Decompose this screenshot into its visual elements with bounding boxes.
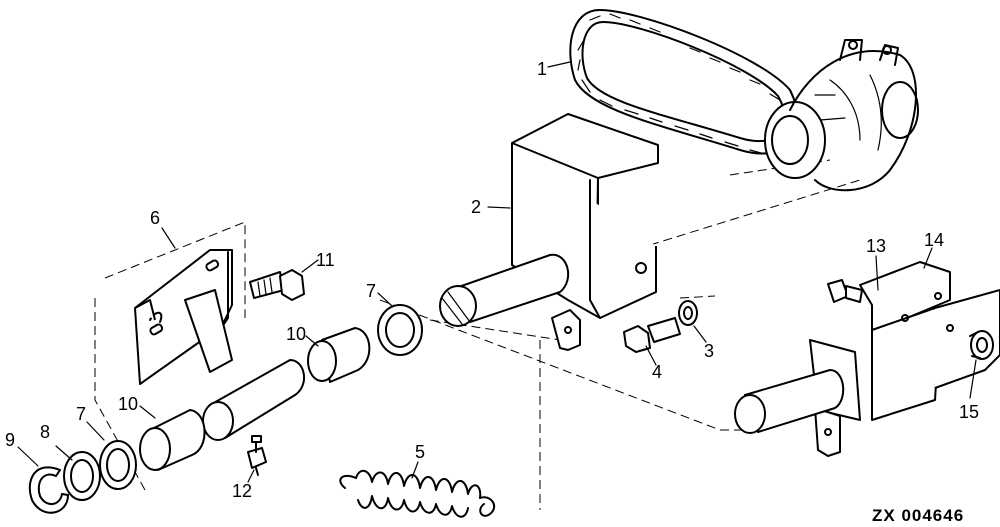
callout-10-left: 10	[118, 394, 138, 414]
part-8-ring	[63, 451, 101, 501]
part-15-bushing	[969, 330, 994, 360]
callout-11: 11	[316, 250, 335, 270]
part-4-bolt	[623, 317, 681, 353]
callout-14: 14	[924, 230, 944, 250]
figure-code: ZX 004646	[872, 506, 964, 525]
callout-2: 2	[471, 197, 481, 217]
rings-and-bushings	[28, 304, 423, 514]
part-11-bolt	[249, 269, 305, 301]
part-7-ring-right	[377, 304, 423, 356]
washer-and-bolt	[623, 300, 698, 353]
part-7-ring-left	[99, 440, 137, 490]
belt-assembly	[569, 9, 919, 192]
part-10-bushing-left	[139, 409, 206, 471]
part-6-pivot-arm	[134, 249, 305, 441]
part-10-bushing-right	[307, 327, 371, 383]
callout-6: 6	[150, 208, 160, 228]
callout-7-right: 7	[366, 281, 376, 301]
callout-15: 15	[959, 402, 979, 422]
leader-lines	[17, 61, 977, 483]
callout-13: 13	[866, 236, 886, 256]
part-13-bolt	[827, 279, 863, 303]
support-bracket	[439, 113, 659, 351]
part-12-grease-fitting	[247, 435, 267, 476]
callout-1: 1	[537, 59, 547, 79]
callout-5: 5	[415, 442, 425, 462]
callout-12: 12	[232, 481, 252, 501]
callout-8: 8	[40, 422, 50, 442]
part-5-tension-spring	[339, 469, 496, 518]
callout-3: 3	[704, 341, 714, 361]
callout-labels: 1 2 3 4 5 6 7 7 8 9 10 10 11 12 13 14 15	[5, 59, 979, 501]
callout-4: 4	[652, 362, 662, 382]
callout-10-right: 10	[286, 324, 306, 344]
part-9-snap-ring	[28, 466, 69, 514]
callout-9: 9	[5, 430, 15, 450]
part-14-mounting-bracket	[734, 261, 1000, 457]
callout-7-left: 7	[76, 404, 86, 424]
part-3-lock-washer	[678, 300, 698, 326]
